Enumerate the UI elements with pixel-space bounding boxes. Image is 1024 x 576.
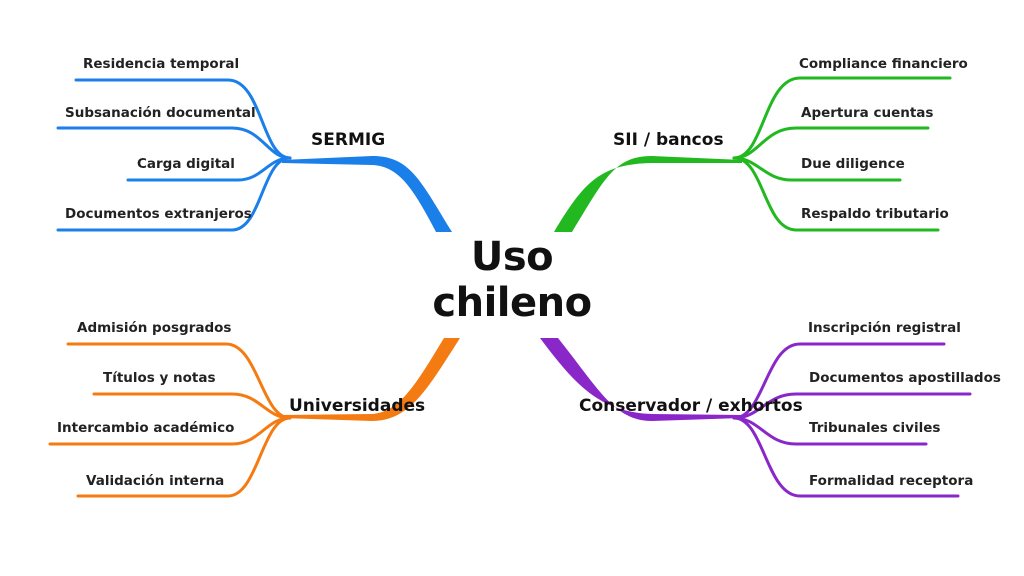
leaf-intercambio-academico: Intercambio académico [57, 420, 235, 436]
sermig-connectors [56, 78, 452, 232]
universidades-leaf-connector [76, 416, 292, 498]
sii-bancos-connectors [554, 76, 952, 232]
sii-main-stroke [554, 156, 742, 232]
sermig-leaf-connector [56, 126, 292, 160]
branch-sii-bancos: SII / bancos [613, 130, 724, 150]
central-topic-line-2: chileno [432, 280, 592, 326]
leaf-apertura-cuentas: Apertura cuentas [801, 105, 934, 121]
conservador-leaf-connector [732, 416, 960, 498]
conservador-leaf-connector [732, 342, 946, 420]
sermig-leaf-connector [56, 156, 292, 232]
leaf-compliance-financiero: Compliance financiero [799, 56, 968, 72]
conservador-main-stroke [540, 338, 742, 421]
branch-conservador-exhortos: Conservador / exhortos [579, 396, 803, 416]
universidades-leaf-connector [92, 392, 292, 420]
sii-leaf-connector [732, 156, 940, 232]
conservador-leaf-connector [732, 392, 972, 420]
leaf-documentos-apostillados: Documentos apostillados [809, 370, 1001, 386]
sermig-main-stroke [282, 156, 452, 232]
branch-universidades: Universidades [289, 396, 426, 416]
central-topic-line-1: Uso [470, 234, 554, 280]
universidades-leaf-connector [66, 342, 292, 420]
leaf-subsanacion-documental: Subsanación documental [65, 105, 256, 121]
universidades-connectors [48, 338, 460, 498]
sermig-leaf-connector [74, 78, 292, 160]
leaf-respaldo-tributario: Respaldo tributario [801, 206, 949, 222]
leaf-documentos-extranjeros: Documentos extranjeros [65, 206, 252, 222]
conservador-connectors [540, 338, 972, 498]
leaf-formalidad-receptora: Formalidad receptora [809, 473, 974, 489]
leaf-validacion-interna: Validación interna [86, 473, 225, 489]
leaf-carga-digital: Carga digital [137, 156, 235, 172]
sii-leaf-connector [732, 76, 952, 160]
leaf-residencia-temporal: Residencia temporal [83, 56, 240, 72]
branch-sermig: SERMIG [311, 130, 386, 150]
leaf-titulos-y-notas: Títulos y notas [103, 370, 216, 386]
universidades-main-stroke [282, 338, 460, 421]
sii-leaf-connector [732, 126, 930, 160]
central-topic: Uso chileno [412, 234, 612, 326]
leaf-inscripcion-registral: Inscripción registral [808, 320, 961, 336]
leaf-due-diligence: Due diligence [801, 156, 905, 172]
leaf-admision-posgrados: Admisión posgrados [77, 320, 232, 336]
leaf-tribunales-civiles: Tribunales civiles [809, 420, 941, 436]
